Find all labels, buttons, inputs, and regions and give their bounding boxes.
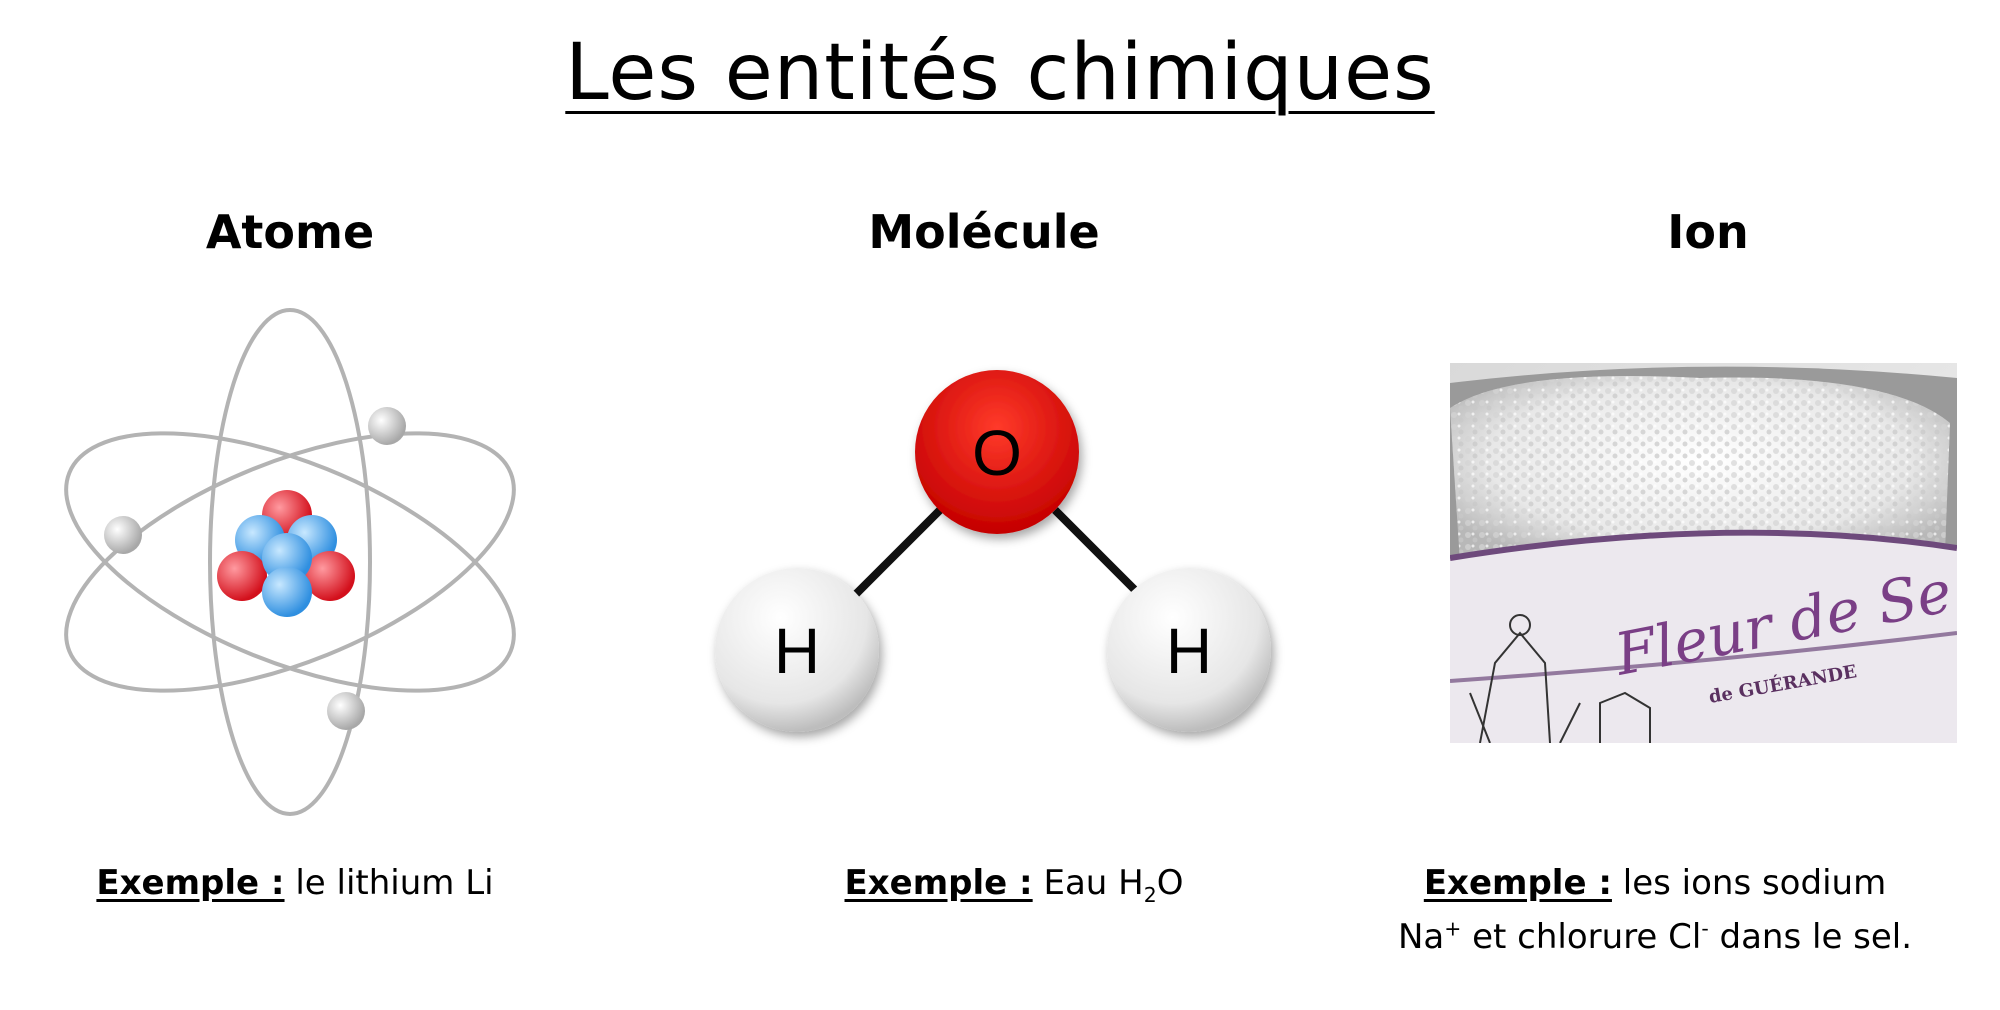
orbit-lines xyxy=(64,308,516,816)
bond-left xyxy=(847,507,943,603)
example-atome: Exemple : le lithium Li xyxy=(40,860,550,906)
example-label: Exemple : xyxy=(1423,863,1612,903)
bond-right xyxy=(1052,507,1148,603)
orbit-diagonal-2 xyxy=(64,431,516,693)
electron xyxy=(104,516,142,554)
example-molecule: Exemple : Eau H2O xyxy=(784,860,1244,918)
heading-ion: Ion xyxy=(1667,205,1749,259)
hydrogen-label-left: H xyxy=(774,615,820,687)
example-text: les ions sodium Na+ et chlorure Cl- dans… xyxy=(1397,863,1913,958)
hydrogen-atom-right xyxy=(1107,568,1271,732)
orbit-vertical xyxy=(208,308,372,816)
example-text: Eau H2O xyxy=(1043,863,1184,907)
salt-photo: Fleur de Se de GUÉRANDE xyxy=(1450,363,1957,743)
atom-illustration xyxy=(64,308,516,816)
example-text: le lithium Li xyxy=(295,863,494,903)
orbit-diagonal-1 xyxy=(64,431,516,693)
heading-atome: Atome xyxy=(205,205,375,259)
heading-molecule: Molécule xyxy=(868,205,1100,259)
electron xyxy=(327,692,365,730)
hydrogen-atom-left xyxy=(715,568,879,732)
salt-container-drawing: Fleur de Se de GUÉRANDE xyxy=(1450,363,1957,743)
example-label: Exemple : xyxy=(96,863,285,903)
oxygen-atom xyxy=(915,370,1079,534)
label-illustration xyxy=(1469,614,1651,743)
nucleus xyxy=(217,490,355,617)
electron xyxy=(368,407,406,445)
proton xyxy=(217,551,267,601)
title-text: Les entités chimiques xyxy=(565,28,1435,118)
oxygen-label: O xyxy=(972,417,1022,489)
page-title: Les entités chimiques xyxy=(0,28,2000,118)
example-ion: Exemple : les ions sodium Na+ et chlorur… xyxy=(1395,860,1915,960)
water-molecule-illustration: O H H xyxy=(715,370,1271,732)
neutron xyxy=(262,567,312,617)
example-label: Exemple : xyxy=(844,863,1033,903)
hydrogen-label-right: H xyxy=(1166,615,1212,687)
proton xyxy=(305,551,355,601)
